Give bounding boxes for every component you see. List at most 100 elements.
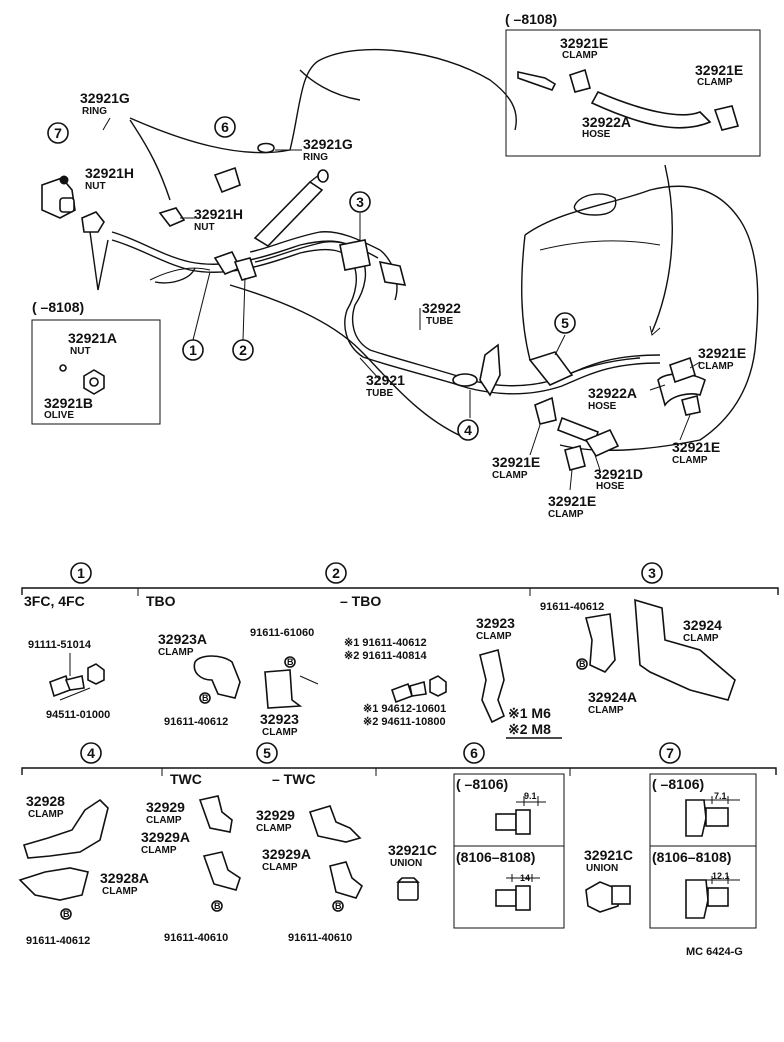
detail-6-range2: (8106–8108) [456, 849, 535, 865]
part-32921A-num: 32921A [68, 330, 117, 346]
detail-2-header-b: – TBO [340, 593, 381, 609]
part-32921H-nut-left-name: NUT [85, 181, 106, 192]
detail-5-bolt1: 91611-40610 [164, 932, 228, 944]
detail-5-callout: 5 [263, 745, 271, 761]
callout-3-circle [349, 191, 371, 213]
detail-2-star3: ※1 94612-10601 [363, 703, 446, 715]
detail-5-clamp4-num: 32929A [262, 846, 311, 862]
detail-2-header-a: TBO [146, 593, 176, 609]
part-32921E-b-num: 32921E [695, 62, 743, 78]
callout-5-circle [554, 312, 576, 334]
part-32921H-nut-center-name: NUT [194, 222, 215, 233]
detail-2-clamp3-num: 32923 [476, 615, 515, 631]
detail-3-clamp2-num: 32924A [588, 689, 637, 705]
detail-6-range1: ( –8106) [456, 776, 508, 792]
detail-5-clamp4-name: CLAMP [262, 862, 298, 873]
part-32921A-name: NUT [70, 346, 91, 357]
detail-7-parts [585, 773, 757, 929]
detail-3-clamp1-num: 32924 [683, 617, 722, 633]
part-32921B-name: OLIVE [44, 410, 74, 421]
detail-2-clamp2-num: 32923 [260, 711, 299, 727]
detail-5-parts [198, 795, 364, 912]
detail-2-clamp2-name: CLAMP [262, 727, 298, 738]
detail-5-clamp2-name: CLAMP [141, 845, 177, 856]
detail-1-parts [49, 653, 105, 701]
part-32921E-b-name: CLAMP [697, 77, 733, 88]
part-32921G-ring-right-name: RING [303, 152, 328, 163]
left-fitting-assembly [41, 142, 275, 281]
bracket-4 [452, 343, 501, 397]
part-32921-num: 32921 [366, 372, 405, 388]
detail-2-star4: ※2 94611-10800 [363, 716, 446, 728]
detail-3-b-mark: B [579, 659, 586, 669]
inset-left-range: ( –8108) [32, 299, 84, 315]
part-32921E-c-name: CLAMP [698, 361, 734, 372]
arrow-line-right [651, 164, 673, 333]
callout-4: 4 [464, 422, 472, 438]
inset-top-right: ( –8108) [505, 11, 761, 157]
detail-7-range2: (8106–8108) [652, 849, 731, 865]
part-32921B-num: 32921B [44, 395, 93, 411]
part-32921G-ring-left-name: RING [82, 106, 107, 117]
detail-5-clamp3-name: CLAMP [256, 823, 292, 834]
engine-return-hose [253, 169, 329, 248]
part-32921E-f-name: CLAMP [548, 509, 584, 520]
part-32922A-b-num: 32922A [588, 385, 637, 401]
callout-7-circle [47, 122, 69, 144]
leader-lines [102, 117, 701, 491]
detail-2-clamp1-b-mark: B [202, 693, 209, 703]
callout-circles: 7 6 3 1 2 5 4 [47, 116, 576, 441]
detail-6-union-num: 32921C [388, 842, 437, 858]
detail-7-union-num: 32921C [584, 847, 633, 863]
detail-7-dim1: 7.1 [714, 791, 727, 801]
catalog-code: MC 6424-G [686, 946, 743, 958]
detail-2-m1: ※1 M6 [508, 705, 551, 721]
inset-top-right-range: ( –8108) [505, 11, 557, 27]
detail-7-callout: 7 [666, 745, 674, 761]
detail-2-clamp2-bolt: 91611-61060 [250, 627, 314, 639]
detail-6-parts [396, 773, 565, 929]
fuel-tank-outline [521, 185, 759, 452]
detail-2-parts [193, 648, 506, 724]
detail-5-bolt2: 91611-40610 [288, 932, 352, 944]
tank-hose-group [534, 356, 706, 471]
detail-4-clamp2-num: 32928A [100, 870, 149, 886]
part-32921E-d-num: 32921E [672, 439, 720, 455]
part-32921G-ring-right-num: 32921G [303, 136, 353, 152]
detail-6-union-name: UNION [390, 858, 422, 869]
detail-2-clamp2-b-mark: B [287, 657, 294, 667]
detail-2-m2: ※2 M8 [508, 721, 551, 737]
part-32921-name: TUBE [366, 388, 394, 399]
detail-2-star2: ※2 91611-40814 [344, 650, 428, 662]
detail-5-b-mark-1: B [214, 901, 221, 911]
callout-4-circle [457, 419, 479, 441]
detail-row-2-rules [21, 742, 777, 776]
bracket-5 [528, 351, 574, 386]
part-32921E-d-name: CLAMP [672, 455, 708, 466]
detail-5-clamp2-num: 32929A [141, 829, 190, 845]
detail-1-bolt: 91111-51014 [28, 639, 92, 651]
part-32921E-e-num: 32921E [492, 454, 540, 470]
arrow-lines-left [89, 231, 109, 291]
inset-left: ( –8108) [31, 299, 161, 425]
detail-3-parts [576, 598, 736, 701]
detail-6-dim1: 9.1 [524, 791, 537, 801]
callout-6-circle [214, 116, 236, 138]
part-32922A-a-name: HOSE [582, 129, 611, 140]
detail-row-1-rules [21, 562, 779, 596]
detail-5-clamp1-name: CLAMP [146, 815, 182, 826]
part-32921D-name: HOSE [596, 481, 625, 492]
detail-4-b-mark: B [63, 909, 70, 919]
part-32922-num: 32922 [422, 300, 461, 316]
part-32921E-e-name: CLAMP [492, 470, 528, 481]
callout-6: 6 [221, 119, 229, 135]
detail-5-header-b: – TWC [272, 771, 316, 787]
arrow-head-right [649, 325, 661, 336]
callout-3: 3 [356, 194, 364, 210]
detail-6-callout: 6 [470, 745, 478, 761]
callout-2-circle [232, 339, 254, 361]
detail-4-bolt: 91611-40612 [26, 935, 90, 947]
inset-left-box [31, 319, 161, 425]
detail-3-clamp1-name: CLAMP [683, 633, 719, 644]
engine-outline [129, 48, 517, 441]
